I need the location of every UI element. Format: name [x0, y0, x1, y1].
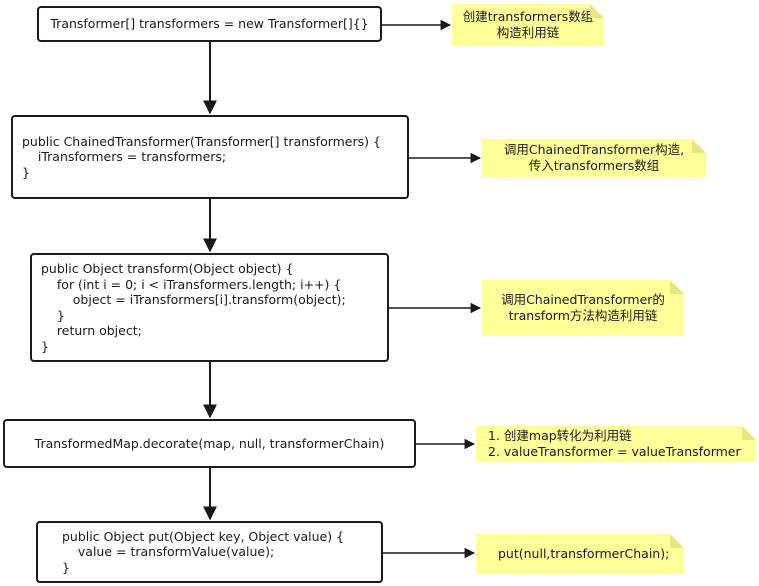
box3-line-6: }	[41, 338, 49, 354]
box-put-method: public Object put(Object key, Object val…	[36, 521, 383, 583]
note1-line-2: 构造利用链	[496, 25, 560, 40]
box5-line-1: public Object put(Object key, Object val…	[62, 528, 345, 544]
box-transformedmap-decorate: TransformedMap.decorate(map, null, trans…	[3, 419, 416, 468]
box3-line-1: public Object transform(Object object) {	[41, 261, 294, 276]
note4-line-1: 1. 创建map转化为利用链	[488, 428, 632, 443]
note-call-transform: 调用ChainedTransformer的 transform方法构造利用链	[482, 280, 684, 336]
note5-line-1: put(null,transformerChain);	[498, 546, 670, 561]
note4-line-2: 2. valueTransformer = valueTransformer	[488, 444, 741, 459]
note1-line-1: 创建transformers数组	[462, 9, 594, 24]
note3-line-1: 调用ChainedTransformer的	[501, 292, 665, 307]
box5-line-2: value = transformValue(value);	[62, 544, 275, 560]
box2-line-1: public ChainedTransformer(Transformer[] …	[22, 133, 381, 149]
box5-line-3: }	[62, 559, 70, 575]
box-transformers-array: Transformer[] transformers = new Transfo…	[37, 6, 382, 42]
note-call-constructor: 调用ChainedTransformer构造, 传入transformers数组	[482, 139, 706, 177]
box3-line-5: return object;	[41, 323, 142, 338]
box3-line-3: object = iTransformers[i].transform(obje…	[41, 292, 346, 307]
box3-line-4: }	[41, 307, 65, 323]
note2-line-1: 调用ChainedTransformer构造,	[503, 142, 685, 157]
note2-line-2: 传入transformers数组	[528, 158, 660, 173]
note-decorate-steps: 1. 创建map转化为利用链 2. valueTransformer = val…	[476, 426, 756, 462]
box3-line-2: for (int i = 0; i < iTransformers.length…	[41, 276, 342, 292]
box1-line-1: Transformer[] transformers = new Transfo…	[50, 16, 369, 32]
note-put-call: put(null,transformerChain);	[476, 534, 684, 574]
note-create-array: 创建transformers数组 构造利用链	[452, 4, 604, 46]
box4-line-1: TransformedMap.decorate(map, null, trans…	[34, 435, 385, 451]
box-chained-transformer-constructor: public ChainedTransformer(Transformer[] …	[11, 115, 409, 199]
note3-line-2: transform方法构造利用链	[508, 308, 658, 323]
box-transform-method: public Object transform(Object object) {…	[30, 253, 389, 362]
box2-line-3: }	[22, 164, 30, 180]
box2-line-2: iTransformers = transformers;	[22, 149, 227, 165]
